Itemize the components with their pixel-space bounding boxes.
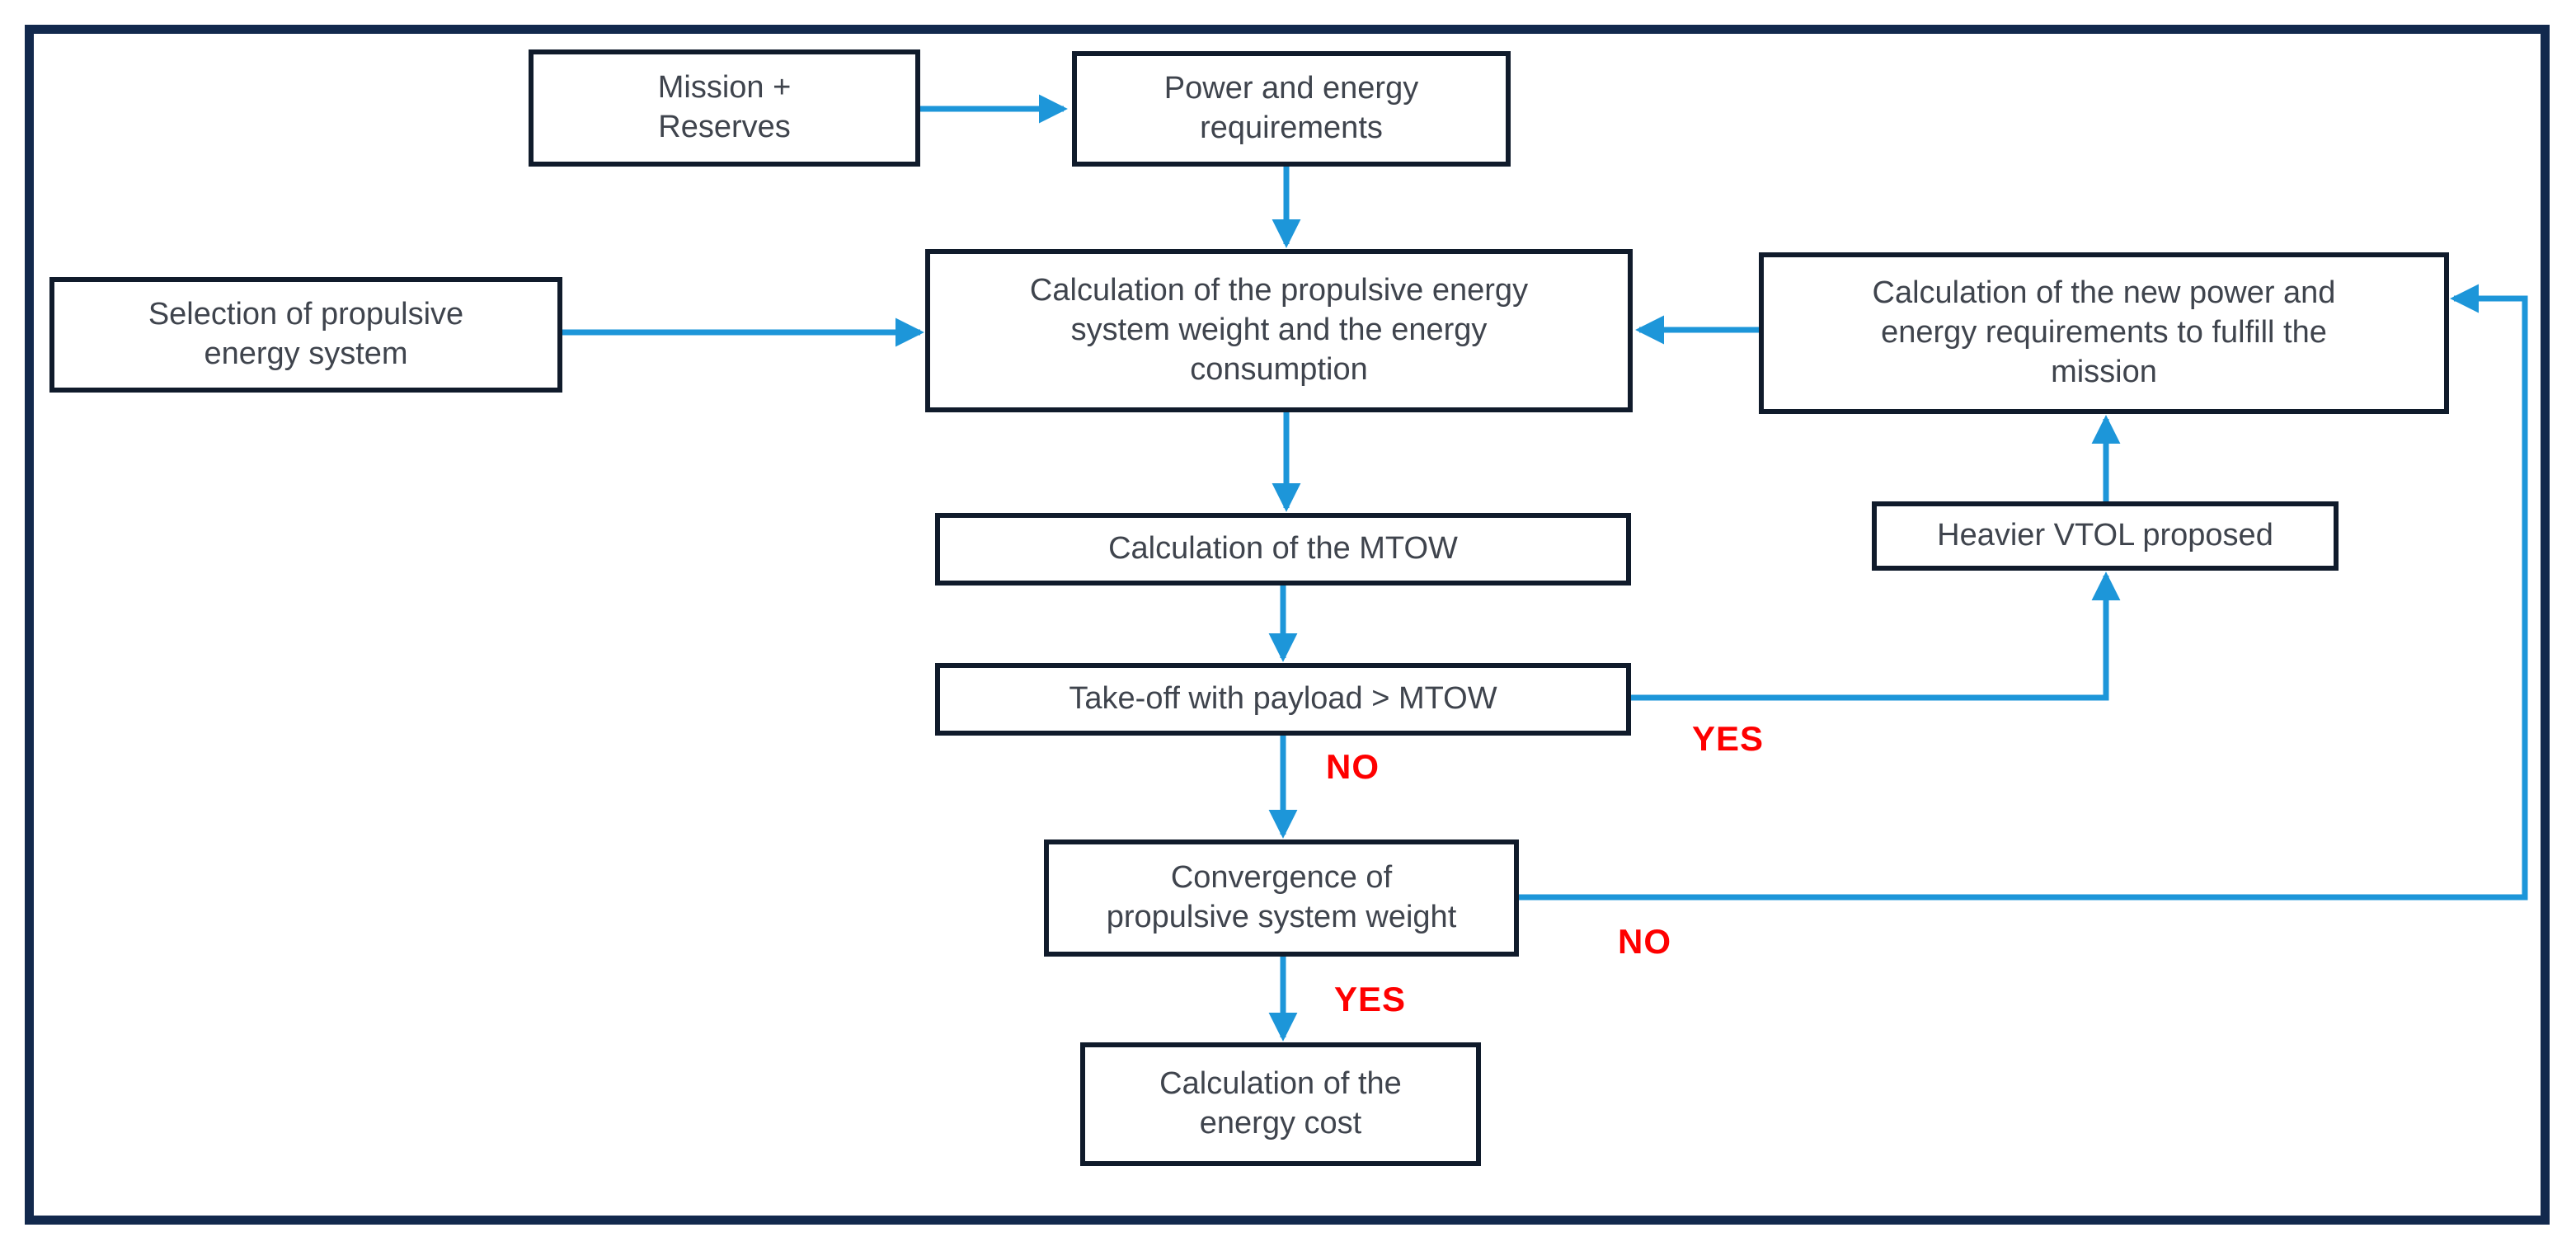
node-calc-energy-cost: Calculation of the energy cost <box>1080 1042 1481 1166</box>
label-convergence-yes: YES <box>1334 980 1407 1018</box>
label-takeoff-no: NO <box>1326 747 1380 786</box>
arrow-convergence-no-to-calc-new <box>1519 284 2528 901</box>
node-takeoff-payload-gt-mtow: Take-off with payload > MTOW <box>935 663 1631 736</box>
outer-frame <box>25 25 2550 1225</box>
node-calc-new-power-energy-requirements: Calculation of the new power and energy … <box>1759 252 2449 414</box>
node-power-energy-requirements: Power and energy requirements <box>1072 51 1511 167</box>
label-convergence-no: NO <box>1618 922 1671 961</box>
node-calc-propulsive-system-weight: Calculation of the propulsive energy sys… <box>925 249 1633 412</box>
node-mission-reserves: Mission + Reserves <box>529 49 920 167</box>
node-convergence-propulsive-weight: Convergence of propulsive system weight <box>1044 839 1519 957</box>
node-selection-propulsive-energy-system: Selection of propulsive energy system <box>49 277 562 393</box>
label-takeoff-yes: YES <box>1692 719 1765 758</box>
node-heavier-vtol-proposed: Heavier VTOL proposed <box>1872 501 2339 571</box>
node-calc-mtow: Calculation of the MTOW <box>935 513 1631 586</box>
arrow-takeoff-yes-to-heavier <box>1631 571 2121 701</box>
